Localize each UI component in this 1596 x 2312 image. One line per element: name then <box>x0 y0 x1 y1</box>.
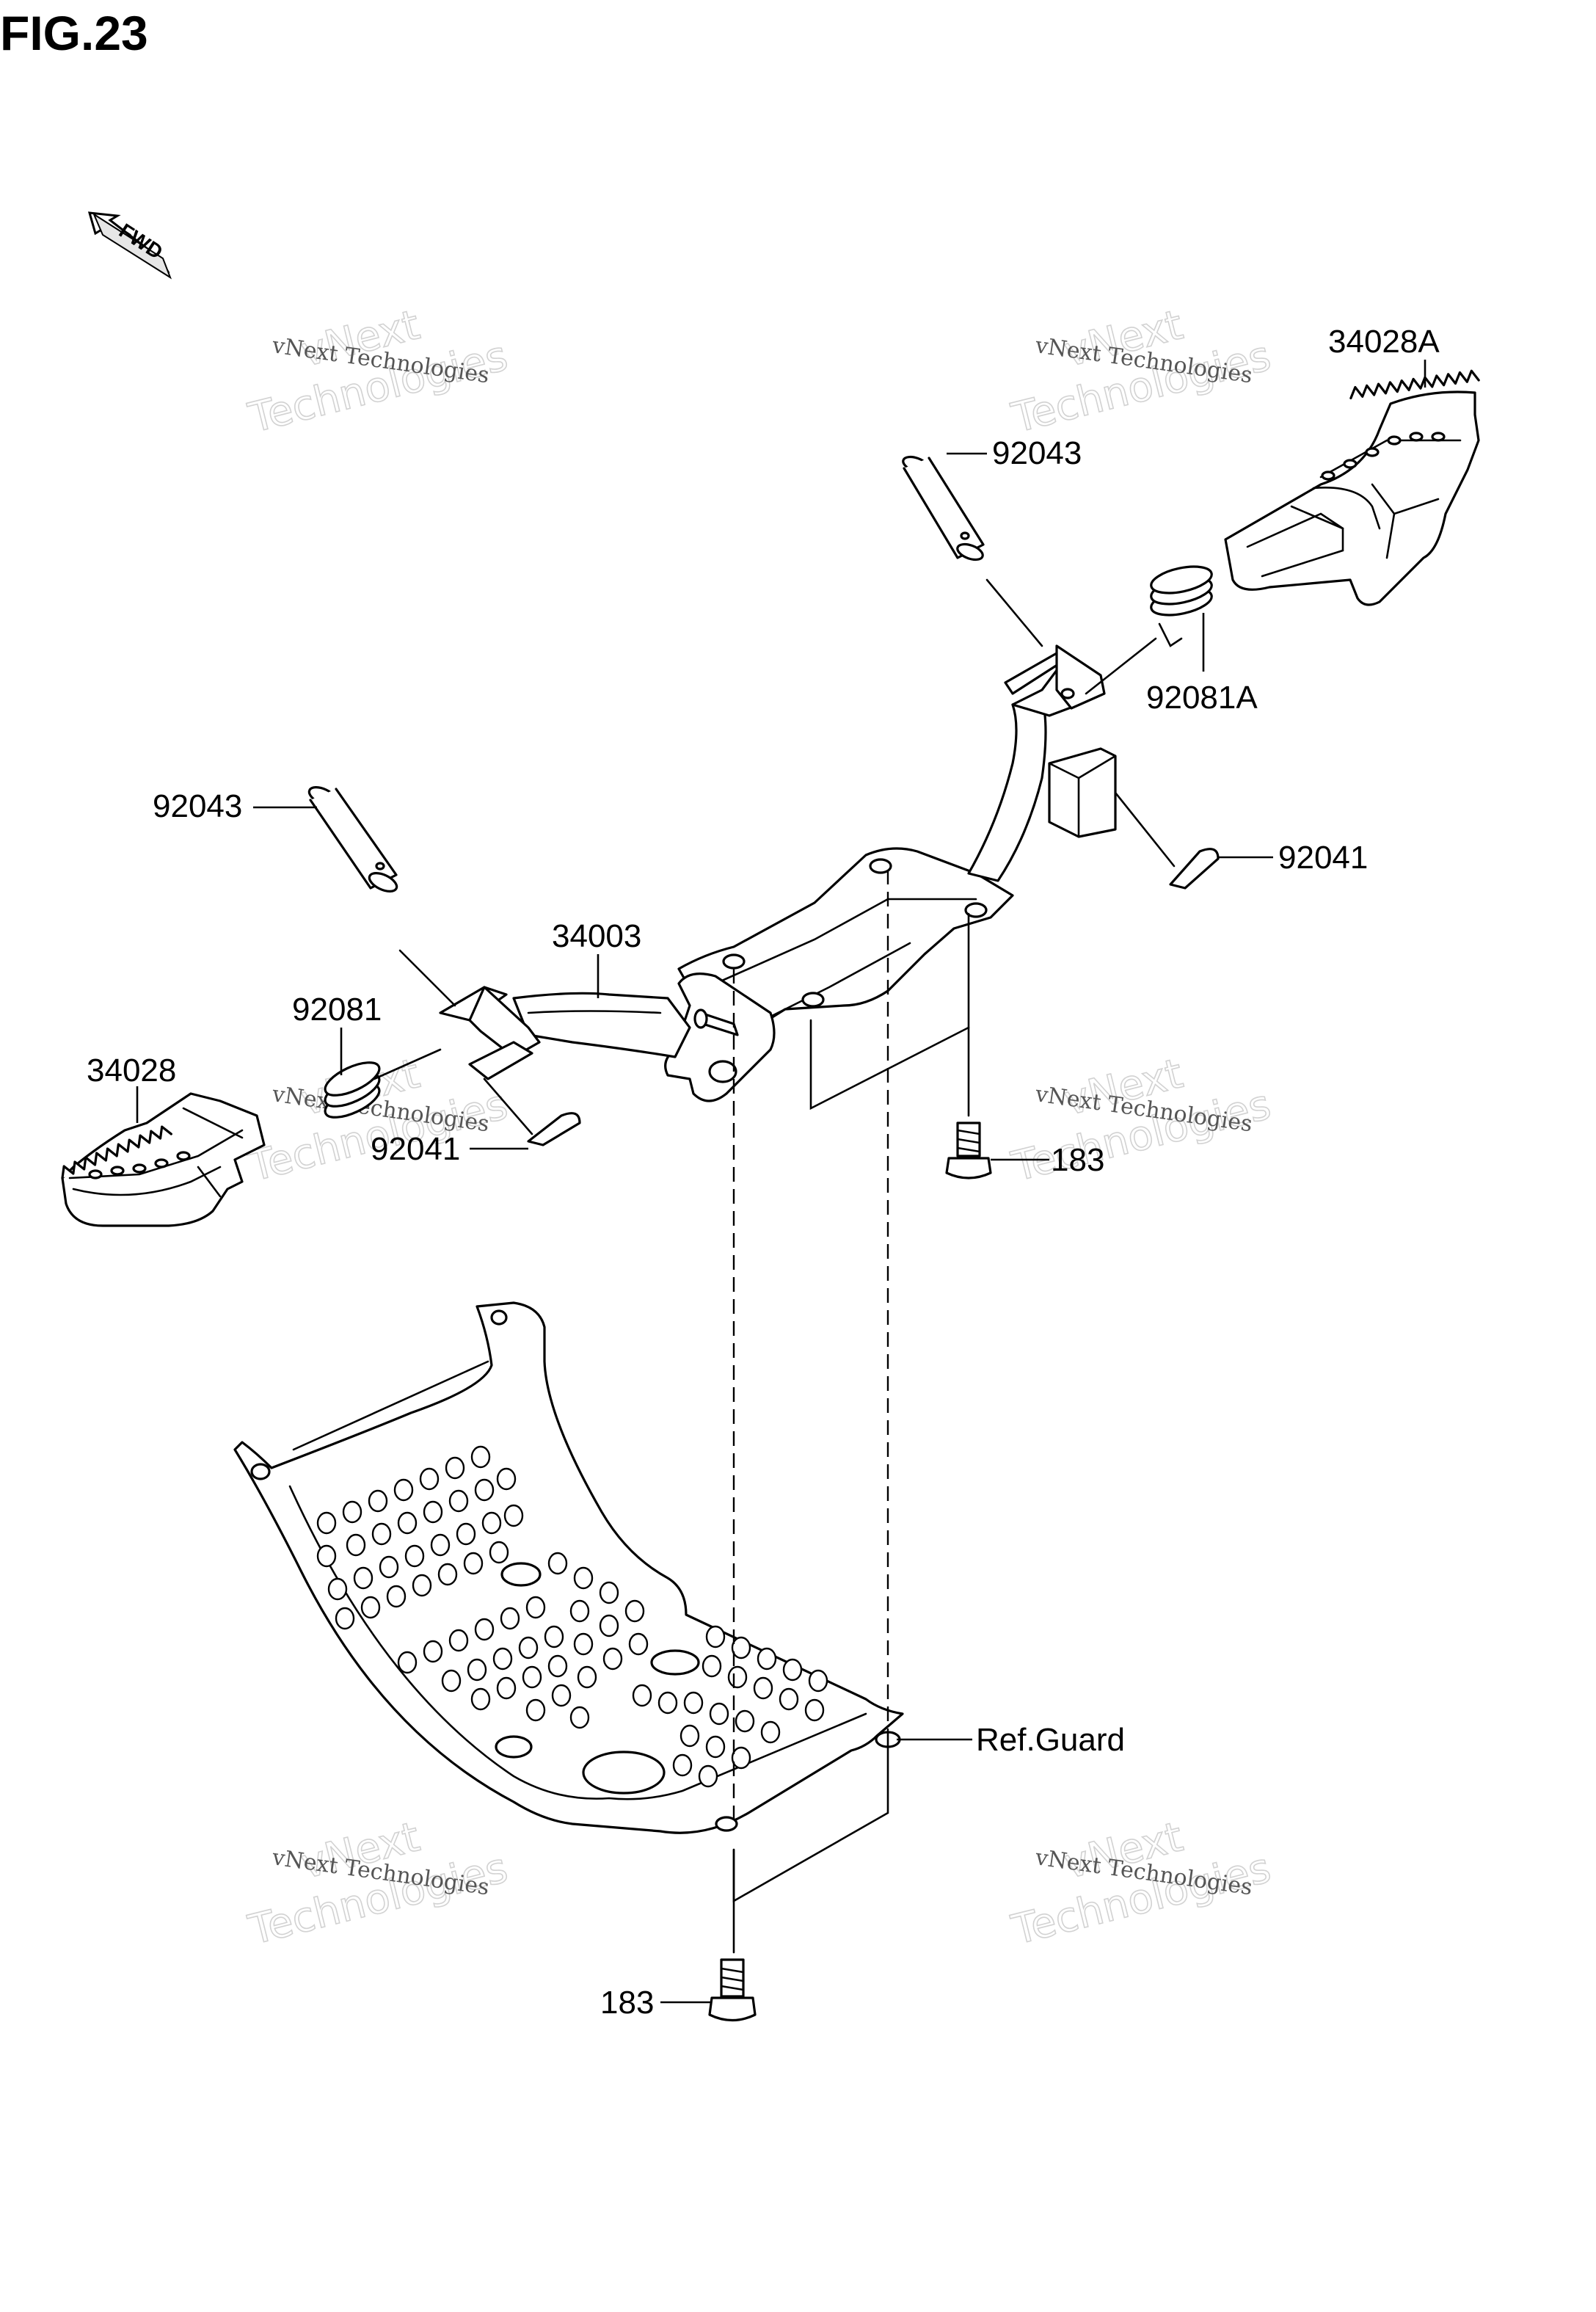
callout-34003: 34003 <box>552 918 641 954</box>
callout-92041-left: 92041 <box>371 1131 460 1167</box>
footpeg-left <box>61 1092 266 1227</box>
callout-92043-right: 92043 <box>992 435 1082 471</box>
guard-holes <box>316 1445 828 1788</box>
cotter-pin-left <box>527 1112 581 1146</box>
callout-92081: 92081 <box>292 992 382 1028</box>
pin-left <box>307 786 398 893</box>
footpeg-bracket <box>439 644 1117 1110</box>
assembly-lines <box>373 578 1176 1954</box>
callout-92081A: 92081A <box>1146 680 1258 716</box>
callout-34028: 34028 <box>87 1053 176 1088</box>
footpeg-right <box>1224 369 1480 606</box>
bolt-lower <box>708 1958 757 2022</box>
figure-title: FIG.23 <box>0 6 148 60</box>
bolt-upper <box>945 1122 992 1179</box>
callout-34028A: 34028A <box>1328 324 1440 360</box>
callouts: 92043 92043 92081A 92081 92041 92041 340… <box>87 324 1440 2021</box>
skid-guard <box>233 1301 904 1834</box>
callout-183-lower: 183 <box>600 1985 654 2021</box>
callout-183-upper: 183 <box>1051 1142 1104 1178</box>
callout-ref-guard: Ref.Guard <box>976 1722 1125 1758</box>
callout-92043-left: 92043 <box>153 788 242 824</box>
pin-right <box>902 455 985 561</box>
callout-92041-right: 92041 <box>1278 840 1368 876</box>
forward-arrow-icon: FWD <box>87 211 172 280</box>
cotter-pin-right <box>1169 848 1220 890</box>
spring-right <box>1150 565 1213 647</box>
